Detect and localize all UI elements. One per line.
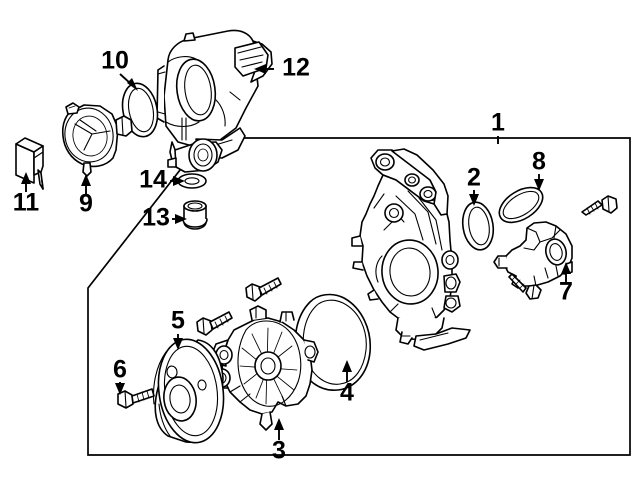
callout-leader-11 xyxy=(21,172,31,192)
callout-label-12: 12 xyxy=(282,54,310,82)
callout-label-14: 14 xyxy=(139,166,167,194)
callout-leader-12 xyxy=(254,64,274,74)
callout-label-1: 1 xyxy=(491,109,505,137)
callout-leader-13 xyxy=(172,214,187,224)
callout-label-7: 7 xyxy=(559,278,573,306)
callout-leader-7 xyxy=(561,262,571,282)
callout-label-2: 2 xyxy=(467,164,481,192)
callout-label-13: 13 xyxy=(142,204,170,232)
part-retaining-clip xyxy=(15,137,44,190)
callout-label-3: 3 xyxy=(272,437,286,465)
part-thermostat xyxy=(61,102,133,177)
callout-label-5: 5 xyxy=(171,307,185,335)
part-pump-bolt-upper xyxy=(245,277,282,302)
part-pump-mounting-bracket xyxy=(351,148,471,351)
part-coolant-outlet-housing xyxy=(493,221,573,289)
part-pump-pulley xyxy=(152,338,225,444)
callout-label-11: 11 xyxy=(13,189,40,217)
callout-leader-2 xyxy=(469,190,479,206)
part-pump-seal-ring xyxy=(461,201,495,251)
callout-label-10: 10 xyxy=(101,47,129,75)
part-outlet-bolt-upper xyxy=(581,195,618,216)
callout-leader-9 xyxy=(81,174,91,194)
callout-leader-5 xyxy=(173,334,183,350)
callout-leader-3 xyxy=(274,418,284,440)
part-thermostat-housing xyxy=(156,29,273,173)
callout-label-9: 9 xyxy=(79,190,93,218)
callout-leader-14 xyxy=(170,176,185,186)
callout-label-6: 6 xyxy=(113,356,127,384)
callout-leader-10 xyxy=(119,73,138,91)
part-pump-bolt-lower xyxy=(196,311,233,336)
callout-leader-4 xyxy=(342,360,352,382)
part-pulley-bolt xyxy=(117,388,155,409)
callout-leader-8 xyxy=(534,174,544,191)
callout-label-8: 8 xyxy=(532,148,546,176)
callout-label-4: 4 xyxy=(340,379,354,407)
part-outlet-bolt-lower xyxy=(508,273,542,300)
part-outlet-housing-o-ring xyxy=(498,186,544,224)
part-coolant-pipe-sleeve xyxy=(182,200,208,230)
callout-leader-6 xyxy=(115,382,125,395)
